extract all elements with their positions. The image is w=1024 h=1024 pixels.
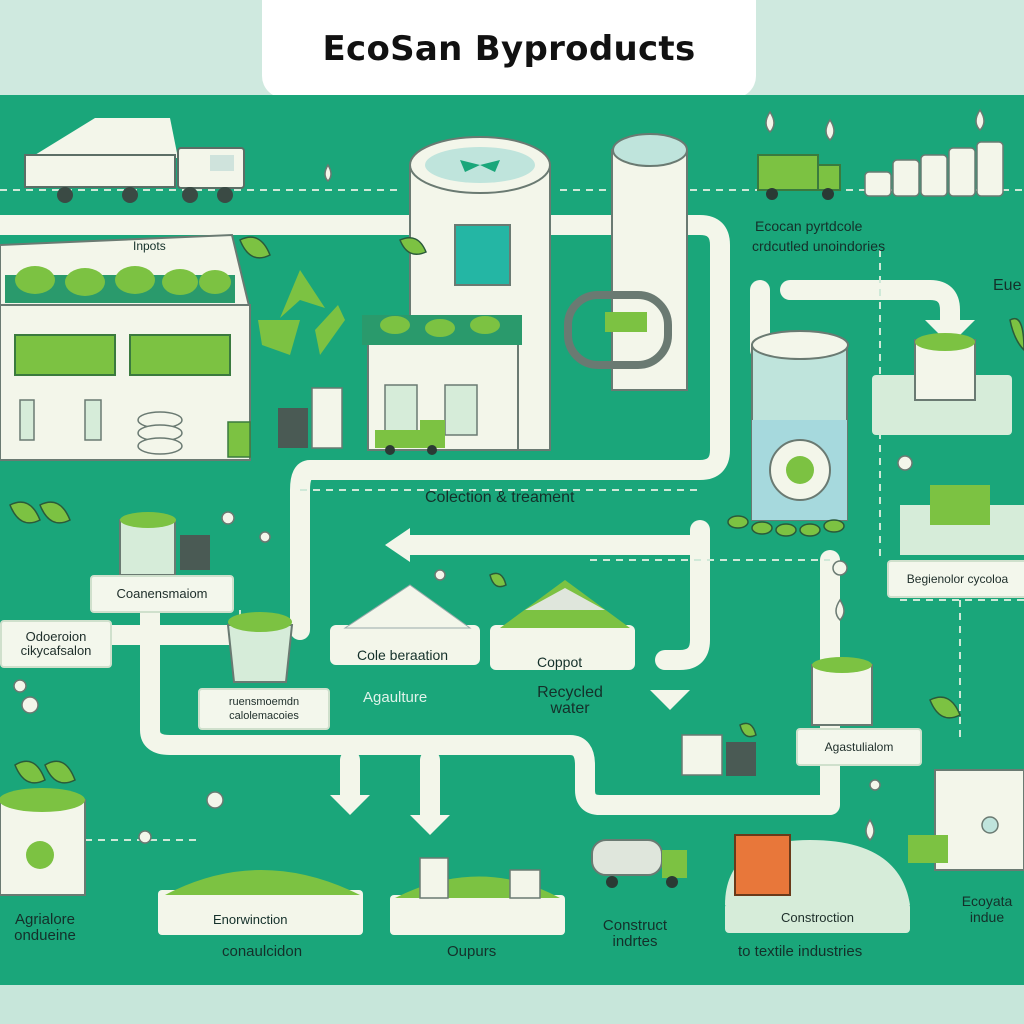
- agri-ind-line-1: Agrialore: [14, 911, 76, 928]
- right-factory-icon: [908, 769, 1024, 871]
- bag-bin: [226, 612, 294, 683]
- water-drop-icon: [324, 108, 985, 842]
- arrow-left: [385, 528, 410, 562]
- collection-label: Colection & treament: [425, 489, 575, 506]
- inputs-label: Inpots: [133, 239, 166, 253]
- factory-tanks: [278, 133, 688, 451]
- regen-tag: Begienolor cycoloa: [887, 560, 1024, 598]
- bins-pair: [681, 734, 756, 776]
- textile-label: to textile industries: [738, 943, 863, 960]
- cole-label: Cole beraation: [357, 647, 449, 663]
- recycled-line-2: water: [550, 700, 590, 717]
- agriculture-label: Agaulture: [363, 689, 428, 706]
- tanker-truck-icon: [591, 839, 687, 888]
- top-loop-pipe: [0, 215, 730, 640]
- flow-arrowheads: [330, 320, 975, 835]
- small-panel-tag: ruensmoemdn calolemacoies: [198, 688, 330, 730]
- page-title: EcoSan Byproducts: [322, 29, 696, 69]
- green-truck-icon: [757, 154, 841, 200]
- right-top-label: Eue: [993, 277, 1022, 294]
- right-station-top: [872, 333, 1012, 435]
- enrich-pile: [158, 870, 363, 935]
- agri-industry-label: Agrialore ondueine: [0, 912, 90, 944]
- truck-icon: [24, 118, 245, 203]
- small-panel-line-2: calolemacoies: [229, 710, 299, 722]
- inputs-building: [0, 233, 252, 461]
- arrow-down-mid: [650, 690, 690, 710]
- odor-tag: Odoeroion cikycafsalon: [0, 620, 112, 668]
- right-barrel: [811, 657, 873, 726]
- enrich-label: Enorwinction: [213, 912, 288, 927]
- treatment-tank: [727, 330, 849, 537]
- eco-right-line-1: Ecoyata: [961, 893, 1013, 909]
- conc-bottom-label: conaulcidon: [222, 943, 303, 960]
- agrisol-tag: Agastulialom: [796, 728, 922, 766]
- bottom-strip: [0, 985, 1024, 1024]
- coin-stack-icon: [864, 141, 1004, 197]
- right-arrow-pipe: [780, 280, 960, 340]
- recycle-icon: [258, 270, 345, 355]
- outputs-label: Oupurs: [447, 943, 497, 960]
- compost-pile: [490, 580, 635, 670]
- construct-line-2: indrtes: [612, 933, 658, 950]
- ecosan-label-2: crdcutled unoindories: [752, 238, 886, 254]
- leaf-icon: [9, 236, 1024, 784]
- agri-pot: [0, 788, 86, 896]
- arrow-down-right: [925, 320, 975, 345]
- odor-line-2: cikycafsalon: [20, 643, 92, 658]
- small-panel-line-1: ruensmoemdn: [228, 696, 300, 708]
- cole-pile: [330, 584, 480, 665]
- construction-site: [725, 834, 910, 905]
- right-loop-pipe: [655, 520, 710, 670]
- construct-label: Construct indrtes: [590, 918, 680, 950]
- concentration-bin: [119, 512, 210, 576]
- construction-tag: Constroction: [725, 903, 910, 933]
- arrow-down-bottom: [330, 795, 370, 815]
- eco-right-label: Ecoyata indue: [950, 893, 1024, 925]
- ecosan-label-1: Ecocan pyrtdcole: [755, 218, 863, 234]
- odor-line-1: Odoeroion: [25, 629, 87, 644]
- small-truck-icon: [375, 420, 445, 455]
- construct-line-1: Construct: [602, 917, 668, 934]
- right-station-mid: [900, 485, 1024, 555]
- agri-ind-line-2: ondueine: [14, 927, 76, 944]
- recycled-line-1: Recycled: [537, 684, 603, 701]
- arrow-down-bottom2: [410, 815, 450, 835]
- recycled-water-label: Recycled water: [520, 685, 620, 717]
- title-banner: EcoSan Byproducts: [262, 0, 756, 98]
- compost-label: Coppot: [537, 654, 583, 670]
- decorative-dots: [13, 455, 913, 844]
- eco-right-line-2: indue: [969, 909, 1005, 925]
- concentration-tag: Coanensmaiom: [90, 575, 234, 613]
- bottom-loop-pipe: [140, 550, 840, 815]
- outputs-pile: [390, 857, 565, 935]
